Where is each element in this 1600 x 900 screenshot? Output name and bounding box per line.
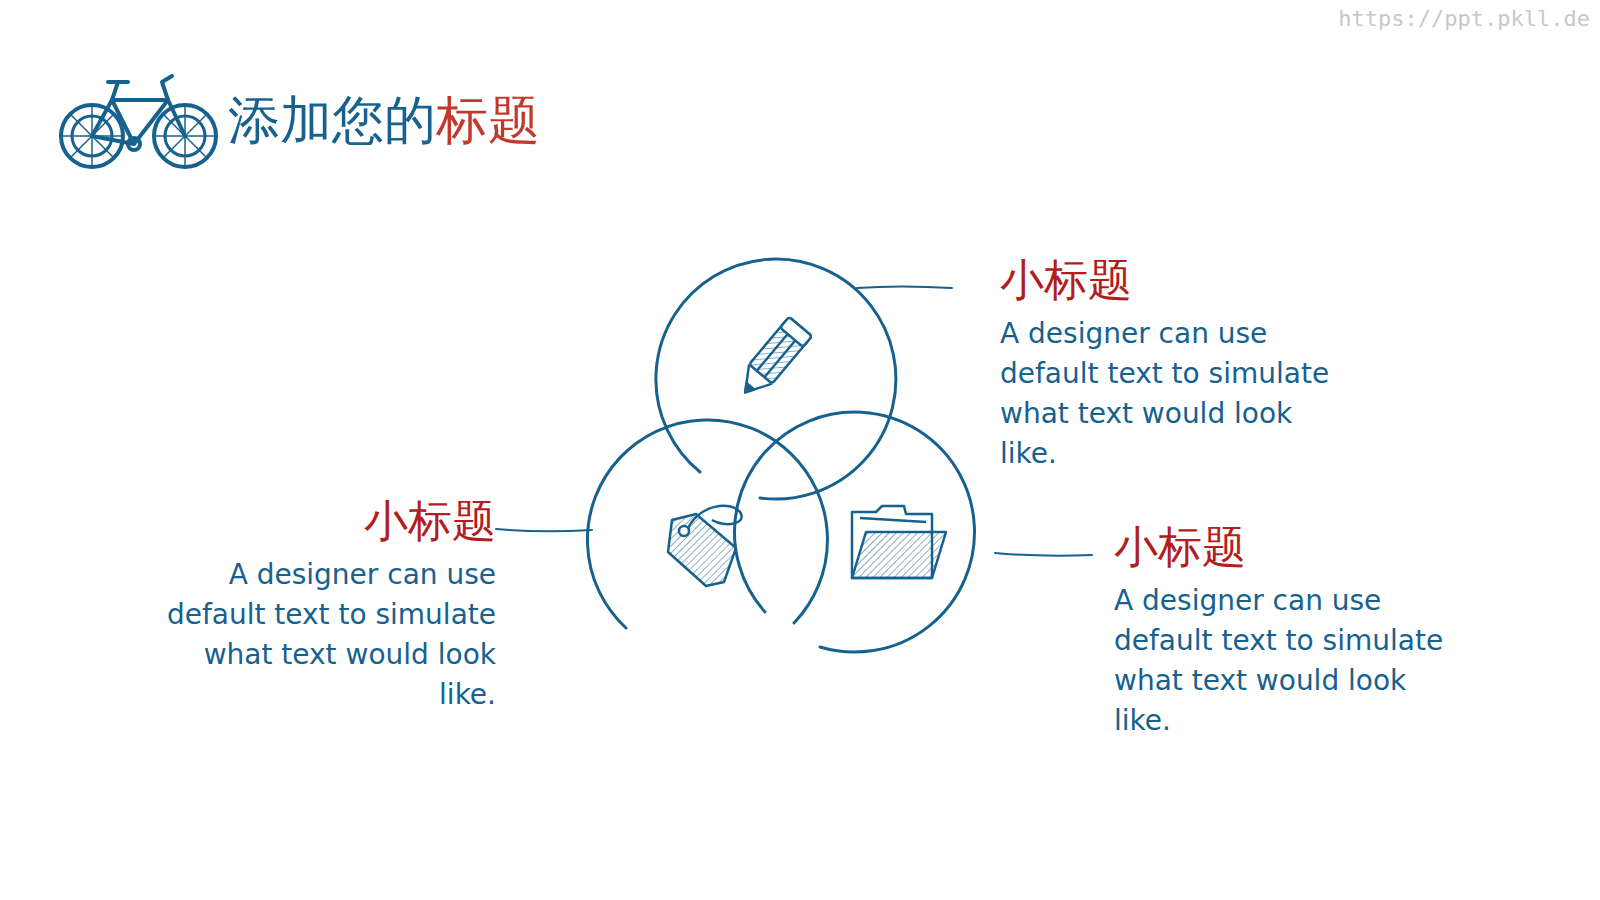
- pencil-icon: [734, 317, 812, 402]
- text-group: 小标题 A designer can use default text to si…: [1114, 519, 1454, 741]
- heading: 小标题: [1000, 252, 1340, 308]
- tag-icon: [668, 506, 742, 586]
- text-group: 小标题 A designer can use default text to si…: [1000, 252, 1340, 474]
- heading: 小标题: [146, 493, 496, 549]
- folder-icon: [852, 506, 946, 578]
- bicycle-icon: [61, 76, 216, 167]
- body-text: A designer can use default text to simul…: [1000, 314, 1340, 474]
- body-text: A designer can use default text to simul…: [146, 555, 496, 715]
- text-group: 小标题 A designer can use default text to si…: [146, 493, 496, 715]
- venn-circles: [587, 259, 974, 652]
- heading: 小标题: [1114, 519, 1454, 575]
- slide-title: 添加您的标题: [228, 88, 540, 152]
- body-text: A designer can use default text to simul…: [1114, 581, 1454, 741]
- watermark: https://ppt.pkll.de: [1338, 6, 1590, 31]
